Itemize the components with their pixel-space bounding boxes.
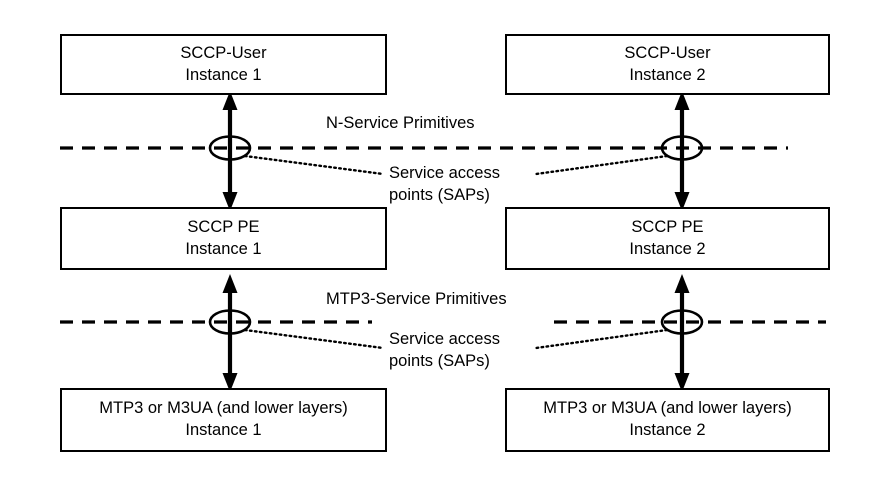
label-sap-mtp3-service-line1: Service access	[389, 330, 500, 348]
sap-ellipse-n-service-1	[208, 135, 252, 161]
box-mtp3-1[interactable]: MTP3 or M3UA (and lower layers) Instance…	[60, 388, 387, 452]
box-mtp3-2-line2: Instance 2	[629, 421, 706, 439]
arrow-user-to-pe-2	[674, 91, 690, 211]
label-sap-mtp3-service: Service access points (SAPs)	[389, 329, 500, 373]
box-mtp3-2[interactable]: MTP3 or M3UA (and lower layers) Instance…	[505, 388, 830, 452]
box-sccp-user-1-line1: SCCP-User	[180, 43, 267, 62]
sap-leader-mtp3-service-1	[243, 328, 385, 350]
box-sccp-pe-2-line1: SCCP PE	[631, 217, 704, 236]
box-sccp-user-1[interactable]: SCCP-User Instance 1	[60, 34, 387, 95]
box-mtp3-2-line1: MTP3 or M3UA (and lower layers)	[543, 399, 792, 418]
box-sccp-pe-1-line2: Instance 1	[185, 239, 262, 258]
sap-ellipse-mtp3-service-2	[660, 309, 704, 335]
sap-ellipse-n-service-2	[660, 135, 704, 161]
sap-leader-mtp3-service-2	[534, 328, 669, 350]
sap-leader-n-service-1	[243, 154, 385, 176]
box-sccp-pe-1-line1: SCCP PE	[187, 217, 260, 236]
box-sccp-user-2-line2: Instance 2	[629, 65, 706, 84]
box-sccp-user-2[interactable]: SCCP-User Instance 2	[505, 34, 830, 95]
box-sccp-pe-1[interactable]: SCCP PE Instance 1	[60, 207, 387, 270]
box-sccp-pe-2[interactable]: SCCP PE Instance 2	[505, 207, 830, 270]
label-sap-mtp3-service-line2: points (SAPs)	[389, 351, 490, 370]
label-mtp3-service-primitives: MTP3-Service Primitives	[326, 290, 507, 308]
label-sap-n-service-line1: Service access	[389, 164, 500, 182]
box-sccp-user-2-line1: SCCP-User	[624, 43, 711, 62]
label-n-service-primitives: N-Service Primitives	[326, 114, 475, 132]
sap-ellipse-mtp3-service-1	[208, 309, 252, 335]
label-sap-n-service-line2: points (SAPs)	[389, 185, 490, 204]
box-sccp-pe-2-line2: Instance 2	[629, 239, 706, 258]
box-sccp-user-1-line2: Instance 1	[185, 65, 262, 84]
arrow-user-to-pe-1	[222, 91, 238, 211]
box-mtp3-1-line1: MTP3 or M3UA (and lower layers)	[99, 399, 348, 418]
sap-leader-n-service-2	[534, 154, 669, 176]
label-sap-n-service: Service access points (SAPs)	[389, 163, 500, 207]
box-mtp3-1-line2: Instance 1	[185, 421, 262, 439]
